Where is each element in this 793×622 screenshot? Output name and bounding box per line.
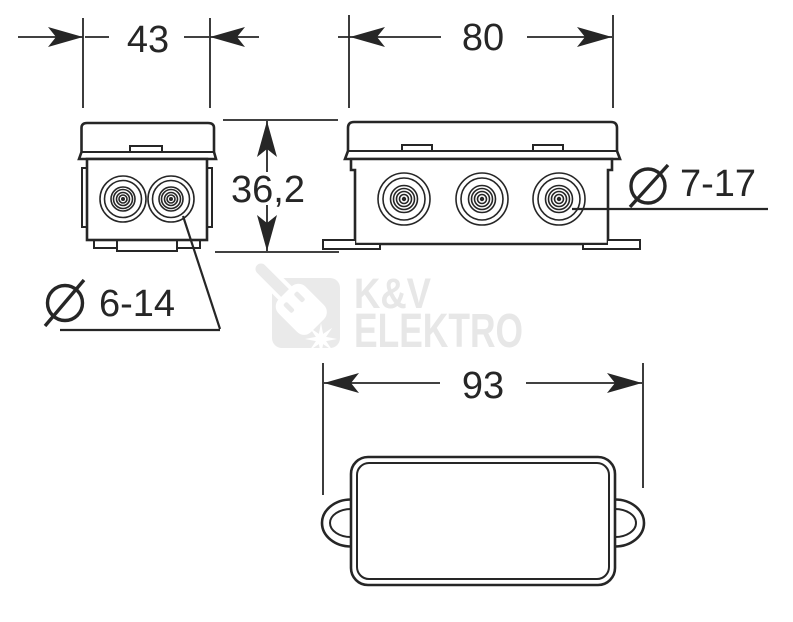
- watermark: K&V ELEKTRO: [252, 260, 523, 358]
- kv-elektro-logo-icon: [252, 260, 340, 355]
- knockout-front-left: [99, 175, 147, 223]
- arrowhead-icon: [607, 373, 642, 393]
- arrowhead-icon: [257, 215, 277, 251]
- side-view: [322, 120, 641, 250]
- arrowhead-icon: [257, 121, 277, 157]
- dimension-value-height: 36,2: [231, 169, 305, 211]
- arrowhead-icon: [350, 27, 385, 47]
- knockout-side-2: [455, 172, 509, 226]
- lid: [77, 121, 218, 161]
- mounting-foot-left: [322, 239, 381, 250]
- dimension-value-side-length: 80: [462, 17, 504, 59]
- watermark-brand-line1: K&V: [354, 270, 431, 318]
- dimension-front-width: 43: [18, 18, 259, 108]
- dimension-value-front-width: 43: [127, 19, 169, 61]
- front-view: [77, 121, 218, 252]
- lid-clip-tab: [401, 144, 433, 152]
- lid-clip-tab: [532, 144, 564, 152]
- front-knockout-range: 6-14: [99, 283, 175, 325]
- side-knockout-range: 7-17: [680, 163, 756, 205]
- arrowhead-icon: [577, 27, 612, 47]
- dimension-side-length: 80: [338, 15, 614, 108]
- label-side-knockout-diameter: 7-17: [572, 163, 768, 211]
- label-front-knockout-diameter: 6-14: [43, 215, 222, 332]
- knockout-side-1: [377, 172, 431, 226]
- diameter-icon: [628, 163, 670, 209]
- lid: [343, 120, 622, 161]
- lid-inner-edge: [356, 462, 610, 580]
- dimension-height: 36,2: [215, 119, 339, 253]
- dimension-value-overall-width: 93: [462, 365, 504, 407]
- watermark-brand-line2: ELEKTRO: [354, 305, 523, 358]
- top-view: [320, 455, 646, 587]
- knockout-front-right: [147, 175, 195, 223]
- arrowhead-icon: [210, 27, 245, 47]
- arrowhead-icon: [48, 27, 83, 47]
- arrowhead-icon: [324, 373, 359, 393]
- knockout-side-3: [532, 172, 586, 226]
- diameter-icon: [43, 278, 86, 328]
- lid-clip-tab: [129, 145, 163, 153]
- mounting-foot-right: [582, 239, 641, 250]
- dimension-overall-width: 93: [322, 363, 644, 495]
- base-tab: [116, 239, 178, 252]
- leader-line: [181, 215, 222, 330]
